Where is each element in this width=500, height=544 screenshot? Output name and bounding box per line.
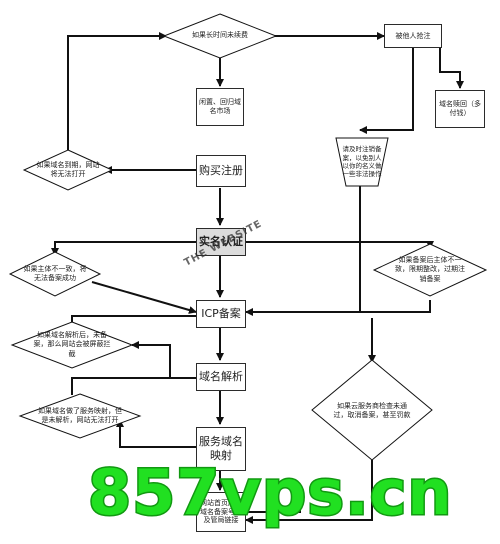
buy-box: 购买注册 xyxy=(196,155,246,187)
mismatch-decision-diamond xyxy=(8,251,102,297)
unfiled-decision-diamond xyxy=(10,321,134,369)
arrow-taken-to-redeem xyxy=(439,47,464,89)
arrow-later-to-icp xyxy=(245,300,431,316)
final-box: 网站首页底部域名备案号以及管局链接 xyxy=(196,492,246,532)
top-decision-diamond xyxy=(162,13,278,59)
expire-decision-diamond xyxy=(22,149,114,191)
arrow-taken-to-cancel xyxy=(359,47,414,134)
arrow-dns-to-unfiled xyxy=(131,341,196,379)
later-mismatch-diamond xyxy=(372,243,488,297)
cloud-decision-text: 如果云服务商检查未通过，取消备案，甚至罚款 xyxy=(333,401,411,419)
watermark-logo: 857vps.cn xyxy=(87,456,454,529)
cancel-trap-text: 请及时注销备案，以免别人以你的名义做一些非法操作 xyxy=(342,145,382,179)
dns-box: 域名解析 xyxy=(196,363,246,391)
nomap-decision-diamond xyxy=(18,393,142,439)
mismatch-decision-text: 如果主体不一致，将无法备案成功 xyxy=(23,264,87,282)
idle-market-box: 闲置、回归域名市场 xyxy=(196,88,244,126)
nomap-decision-text: 如果域名做了服务映射，但是未解析，网站无法打开 xyxy=(38,406,122,424)
icp-box: ICP备案 xyxy=(196,300,246,328)
later-mismatch-text: 如果备案后主体不一致，限期整改，过期注销备案 xyxy=(395,256,465,283)
arrow-cloud-to-final xyxy=(245,460,373,524)
taken-box: 被他人抢注 xyxy=(384,24,442,48)
cancel-trap-shape xyxy=(335,137,389,187)
arrow-realname-to-mismatch xyxy=(51,241,196,256)
expire-decision-text: 如果域名到期，网站将无法打开 xyxy=(36,160,100,178)
arrow-expire-to-top xyxy=(67,32,167,155)
redeem-box: 域名赎回（多付钱） xyxy=(435,90,485,128)
unfiled-decision-text: 如果域名解析后，未备案，那么网站会被屏蔽拦截 xyxy=(33,331,111,358)
line-final-right xyxy=(246,500,301,513)
top-decision-text: 如果长时间未续费 xyxy=(192,31,248,40)
arrow-mismatch-to-icp xyxy=(91,281,197,314)
arrow-map-to-nomap xyxy=(116,419,196,448)
map-box: 服务域名映射 xyxy=(196,427,246,471)
realname-box: 实名认证 xyxy=(196,228,246,256)
line-nomap-to-dns xyxy=(71,377,196,395)
cloud-decision-diamond xyxy=(311,359,433,461)
